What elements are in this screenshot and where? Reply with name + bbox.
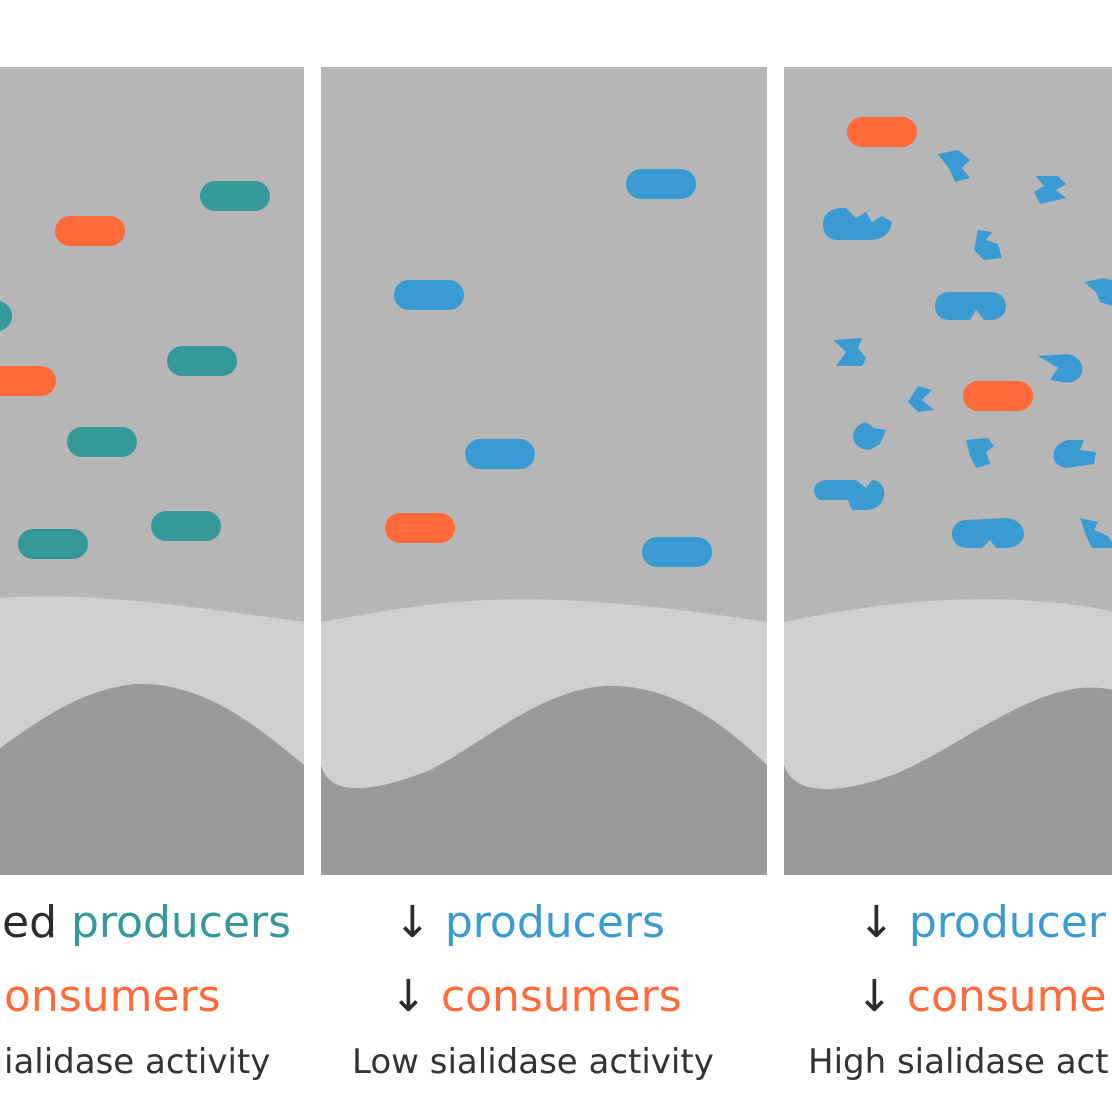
degraded-producer-fragment (935, 292, 1006, 320)
panel-1-producers-label: producers (71, 897, 292, 948)
orange-consumer-bacterium (963, 381, 1033, 411)
degraded-producer-fragment (908, 386, 934, 412)
blue-producer-bacterium (626, 169, 696, 199)
panel-1-caption-line2: onsumers (4, 972, 221, 1022)
teal-producer-bacterium (167, 346, 237, 376)
degraded-producer-fragment (1038, 354, 1083, 383)
panel-1-activity-label: ialidase activity (4, 1042, 271, 1082)
epithelium (321, 685, 767, 875)
epithelium (784, 687, 1112, 875)
panel-3 (784, 67, 1112, 875)
teal-producer-bacterium (18, 529, 88, 559)
panel-2-caption-line2: ↓ consumers (390, 972, 682, 1022)
panel-2-activity-label: Low sialidase activity (352, 1042, 714, 1082)
degraded-producer-fragment (853, 422, 886, 450)
degraded-producer-fragment (1053, 440, 1096, 468)
panel-1-caption-prefix: ed (2, 897, 57, 948)
panel-1-caption-line3: ialidase activity (4, 1042, 270, 1082)
panel-2-caption-line1: ↓ producers (394, 898, 665, 948)
epithelium (0, 683, 304, 875)
bacteria-group-1 (0, 181, 270, 559)
panel-3-caption-line1: ↓ producer (858, 898, 1106, 948)
blue-producer-bacterium (394, 280, 464, 310)
degraded-producer-fragment (938, 150, 970, 182)
degraded-producer-fragment (814, 480, 885, 510)
teal-producer-bacterium (67, 427, 137, 457)
panel-2-producers-label: producers (444, 897, 665, 948)
teal-producer-bacterium (151, 511, 221, 541)
panel-1-caption-line1: ed producers (2, 898, 291, 948)
panel-2-consumers-label: consumers (440, 971, 682, 1022)
panel-3-caption-line2: ↓ consume (856, 972, 1107, 1022)
panel-3-caption-line3: High sialidase act (808, 1042, 1109, 1082)
degraded-producer-fragment (823, 207, 892, 240)
blue-producer-bacterium (465, 439, 535, 469)
bacteria-group-2 (385, 169, 712, 567)
orange-consumer-bacterium (385, 513, 455, 543)
panel-3-producers-label: producer (908, 897, 1107, 948)
panel-3-activity-label: High sialidase act (808, 1042, 1109, 1082)
orange-consumer-bacterium (847, 117, 917, 147)
panel-3-consumers-label: consume (906, 971, 1107, 1022)
panel-2 (321, 67, 767, 875)
blue-producer-bacterium (642, 537, 712, 567)
bacteria-group-3 (814, 117, 1112, 548)
orange-consumer-bacterium (0, 366, 56, 396)
degraded-producer-fragment (1080, 518, 1112, 548)
down-arrow-icon: ↓ (856, 971, 893, 1022)
panel-1-consumers-label: onsumers (4, 971, 221, 1022)
teal-producer-bacterium (0, 301, 12, 331)
degraded-producer-fragment (1034, 176, 1066, 204)
degraded-producer-fragment (966, 438, 994, 468)
orange-consumer-bacterium (55, 216, 125, 246)
panel-2-caption-line3: Low sialidase activity (352, 1042, 714, 1082)
down-arrow-icon: ↓ (390, 971, 427, 1022)
down-arrow-icon: ↓ (858, 897, 895, 948)
down-arrow-icon: ↓ (394, 897, 431, 948)
panel-1 (0, 67, 304, 875)
degraded-producer-fragment (974, 230, 1002, 260)
teal-producer-bacterium (200, 181, 270, 211)
degraded-producer-fragment (833, 338, 866, 366)
degraded-producer-fragment (952, 518, 1024, 548)
degraded-producer-fragment (1084, 278, 1112, 306)
